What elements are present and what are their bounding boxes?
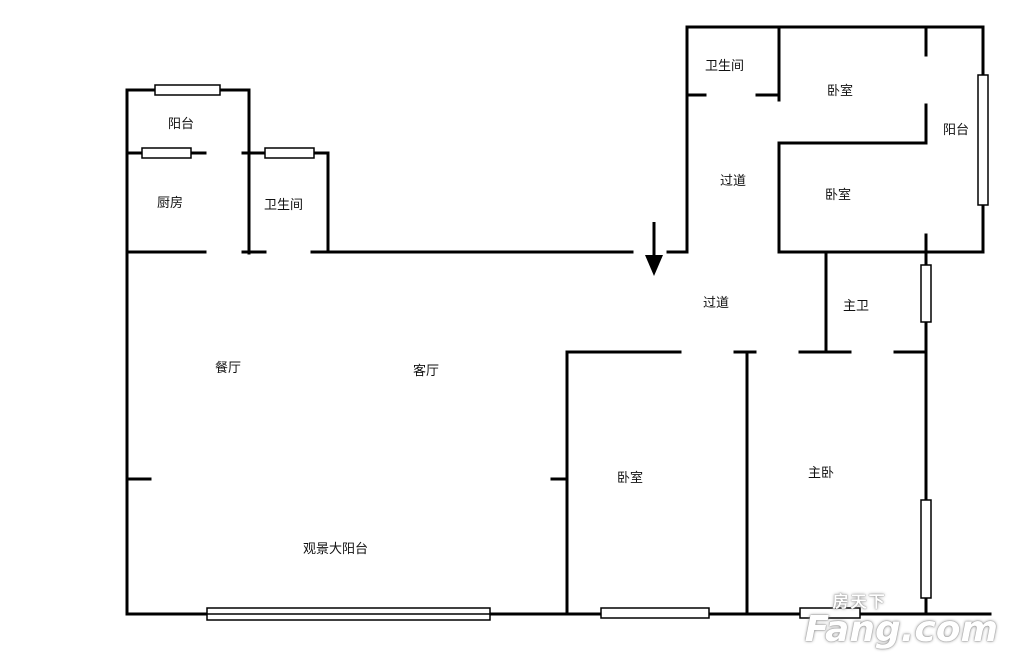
room-label: 卧室 — [825, 187, 851, 203]
room-label: 卧室 — [617, 470, 643, 486]
windows — [141, 74, 989, 621]
room-label: 主卫 — [843, 299, 869, 314]
room-label: 主卧 — [808, 466, 834, 481]
fang-logo: 房天下 Fang.com — [805, 594, 998, 648]
room-label: 阳台 — [168, 117, 194, 132]
walls — [125, 25, 992, 616]
logo-cn: 房天下 — [832, 592, 887, 611]
room-label: 阳台 — [943, 123, 969, 138]
entrance-arrow-icon — [645, 222, 663, 276]
room-label: 观景大阳台 — [303, 542, 368, 557]
room-label: 过道 — [703, 296, 729, 311]
room-label: 厨房 — [157, 195, 183, 211]
room-label: 客厅 — [413, 363, 439, 379]
room-label: 卧室 — [827, 83, 853, 99]
room-label: 餐厅 — [215, 360, 241, 376]
room-label: 卫生间 — [705, 59, 744, 74]
room-label: 卫生间 — [264, 198, 303, 213]
logo-en: Fang.com — [804, 609, 998, 650]
room-label: 过道 — [720, 174, 746, 189]
